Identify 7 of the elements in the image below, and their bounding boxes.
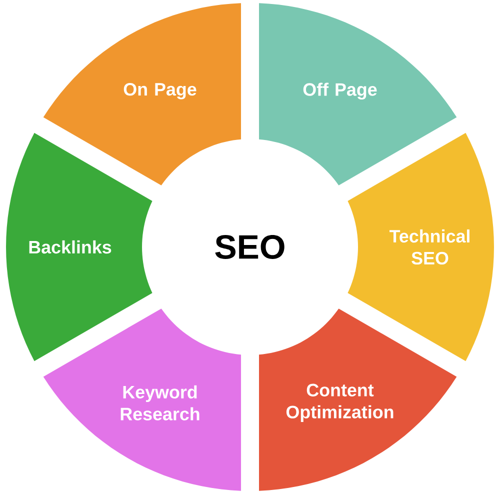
segment: Backlinks bbox=[6, 132, 152, 362]
segment: Technical SEO bbox=[348, 132, 494, 362]
segment: Content Optimization bbox=[259, 308, 457, 491]
segment: On Page bbox=[43, 3, 241, 186]
center-label: SEO bbox=[215, 235, 284, 259]
segment: Keyword Research bbox=[43, 308, 241, 491]
segment: Off Page bbox=[259, 3, 457, 186]
